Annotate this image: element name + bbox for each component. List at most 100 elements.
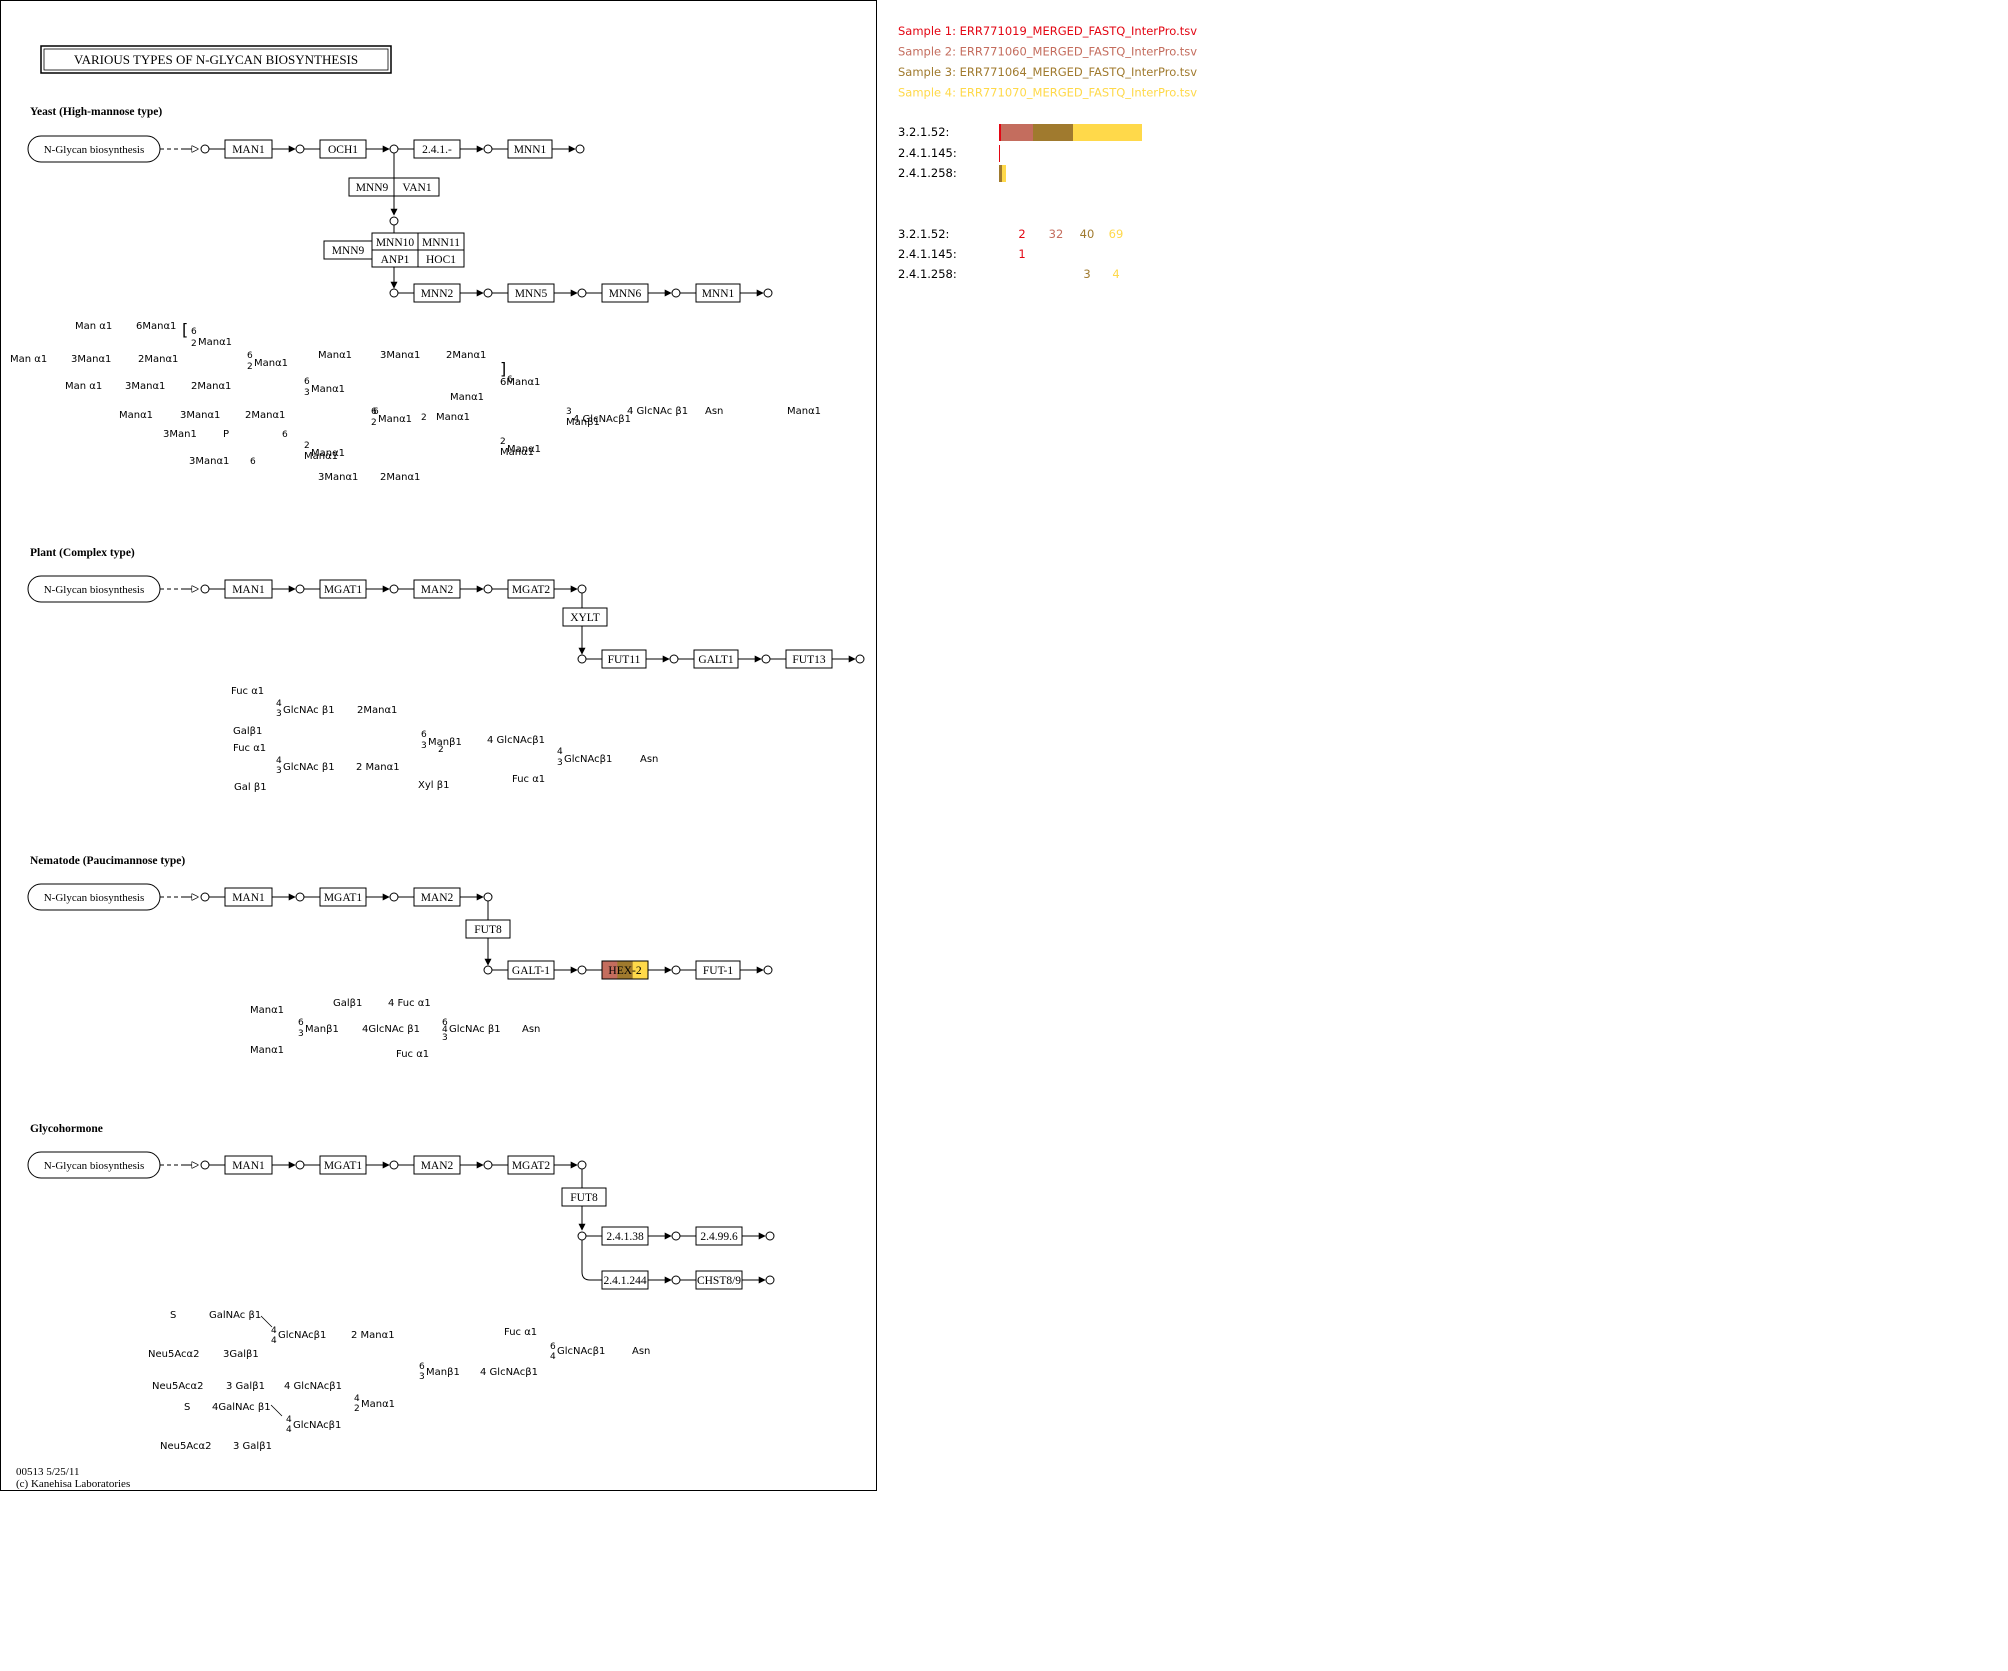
glycan-residue: GlcNAc β1: [283, 705, 335, 716]
gene-label: MGAT1: [324, 1160, 363, 1172]
gene-box-och1[interactable]: OCH1: [319, 139, 367, 159]
compound-node: [389, 584, 399, 594]
legend-sample-1: Sample 1: ERR771019_MERGED_FASTQ_InterPr…: [898, 24, 1197, 38]
count-row-label: 2.4.1.145:: [898, 247, 957, 261]
glycan-bond: [260, 1315, 273, 1328]
gene-box-fut-1[interactable]: FUT-1: [695, 960, 741, 980]
gene-box-man2[interactable]: MAN2: [413, 579, 461, 599]
glycan-residue: GlcNAcβ1: [293, 1420, 341, 1431]
gene-box-rect: [561, 1187, 607, 1207]
glycan-linkage-position: 2: [500, 437, 506, 447]
gene-box-man1[interactable]: MAN1: [224, 579, 273, 599]
gene-box-mgat1[interactable]: MGAT1: [319, 1155, 367, 1175]
glycan-linkage-position: 3: [304, 388, 310, 398]
gene-label: MNN2: [421, 288, 454, 300]
compound-node: [761, 654, 771, 664]
compound-node: [483, 288, 493, 298]
gene-box-rect: [323, 240, 373, 260]
glycan-residue: Manα1: [119, 410, 153, 421]
glycan-residue: Manβ1: [428, 737, 462, 748]
gene-box-mnn2[interactable]: MNN2: [413, 283, 461, 303]
gene-box-mnn1[interactable]: MNN1: [507, 139, 553, 159]
glycan-residue: Fuc α1: [231, 686, 264, 697]
bar-segment-3-2-1-52-sample-3: [1033, 124, 1073, 141]
gene-box-mnn5[interactable]: MNN5: [507, 283, 555, 303]
gene-label: MAN1: [232, 584, 265, 596]
gene-box-fut8[interactable]: FUT8: [465, 919, 511, 939]
gene-box-fut8[interactable]: FUT8: [561, 1187, 607, 1207]
n-glycan-biosynthesis-link[interactable]: N-Glycan biosynthesis: [27, 575, 161, 603]
glycan-linkage-position: 6: [373, 407, 379, 417]
gene-box-mgat1[interactable]: MGAT1: [319, 579, 367, 599]
glycan-residue: S: [170, 1310, 176, 1321]
count-value-sample-2: 32: [1049, 227, 1064, 241]
glycan-residue: GlcNAcβ1: [557, 1346, 605, 1357]
count-row-label: 2.4.1.258:: [898, 267, 957, 281]
gene-box-mgat2[interactable]: MGAT2: [507, 579, 555, 599]
gene-box-mnn9[interactable]: MNN9: [323, 240, 373, 260]
glycan-residue: Asn: [705, 406, 723, 417]
gene-box-galt1[interactable]: GALT1: [693, 649, 739, 669]
gene-box-color-segment: [632, 961, 649, 979]
gene-box-hex-2[interactable]: HEX-2: [601, 960, 649, 980]
gene-box-man2[interactable]: MAN2: [413, 887, 461, 907]
n-glycan-biosynthesis-link[interactable]: N-Glycan biosynthesis: [27, 883, 161, 911]
glycan-linkage-position: 6: [247, 351, 253, 361]
gene-box-man1[interactable]: MAN1: [224, 139, 273, 159]
gene-label: MNN5: [515, 288, 548, 300]
glycan-residue: Manα1: [378, 414, 412, 425]
glycan-residue: 2Manα1: [138, 354, 178, 365]
glycan-residue: Manα1: [787, 406, 821, 417]
n-glycan-biosynthesis-link[interactable]: N-Glycan biosynthesis: [27, 1151, 161, 1179]
bar-category-label: 3.2.1.52:: [898, 125, 949, 139]
glycan-linkage-position: 6: [282, 430, 288, 440]
glycan-residue: Asn: [522, 1024, 540, 1035]
gene-box-chst8-9[interactable]: CHST8/9: [695, 1270, 743, 1290]
bar-category-label: 2.4.1.258:: [898, 166, 957, 180]
gene-box-2-4-1-244[interactable]: 2.4.1.244: [601, 1270, 649, 1290]
glycan-residue: 2Manα1: [357, 705, 397, 716]
gene-box-mgat1[interactable]: MGAT1: [319, 887, 367, 907]
count-value-sample-3: 3: [1083, 267, 1090, 281]
compound-node: [295, 584, 305, 594]
glycan-residue: Manβ1: [566, 417, 600, 428]
glycan-residue: 2 Manα1: [351, 1330, 395, 1341]
count-value-sample-4: 4: [1112, 267, 1119, 281]
gene-label: MAN2: [421, 1160, 454, 1172]
glycan-linkage-position: 4: [286, 1415, 292, 1425]
gene-box-man1[interactable]: MAN1: [224, 1155, 273, 1175]
compound-node: [577, 965, 587, 975]
glycan-residue: 2Manα1: [245, 410, 285, 421]
gene-box-mnn6[interactable]: MNN6: [601, 283, 649, 303]
gene-box-man1[interactable]: MAN1: [224, 887, 273, 907]
glycan-residue: Neu5Acα2: [160, 1441, 211, 1452]
gene-box-xylt[interactable]: XYLT: [562, 607, 608, 627]
gene-box-galt-1[interactable]: GALT-1: [507, 960, 555, 980]
compound-node: [669, 654, 679, 664]
gene-box-man2[interactable]: MAN2: [413, 1155, 461, 1175]
gene-box-fut11[interactable]: FUT11: [601, 649, 647, 669]
glycan-linkage-position: 4: [557, 747, 563, 757]
glycan-residue: GlcNAcβ1: [564, 754, 612, 765]
compound-node: [483, 965, 493, 975]
gene-box-mgat2[interactable]: MGAT2: [507, 1155, 555, 1175]
gene-box-mnn1[interactable]: MNN1: [695, 283, 741, 303]
gene-box-2-4-1-[interactable]: 2.4.1.-: [413, 139, 461, 159]
n-glycan-biosynthesis-link[interactable]: N-Glycan biosynthesis: [27, 135, 161, 163]
gene-box-fut13[interactable]: FUT13: [785, 649, 833, 669]
glycan-residue: GlcNAcβ1: [278, 1330, 326, 1341]
compound-node: [763, 965, 773, 975]
gene-box-2-4-99-6[interactable]: 2.4.99.6: [695, 1226, 743, 1246]
gene-box-2-4-1-38[interactable]: 2.4.1.38: [601, 1226, 649, 1246]
glycan-linkage-position: 3: [276, 766, 282, 776]
gene-label: MAN1: [232, 892, 265, 904]
glycan-linkage-position: 6: [421, 730, 427, 740]
gene-label: MNN9: [332, 245, 365, 257]
glycan-residue: S: [184, 1402, 190, 1413]
glycan-linkage-position: 4: [271, 1326, 277, 1336]
